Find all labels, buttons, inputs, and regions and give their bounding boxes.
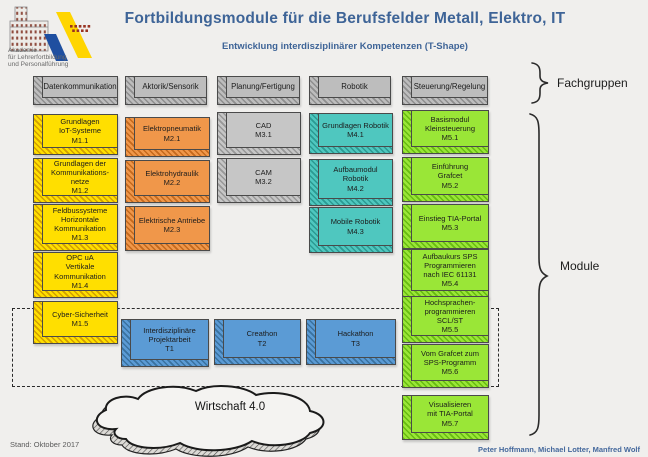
page-subtitle: Entwicklung interdisziplinärer Kompetenz…: [222, 41, 468, 52]
module-m5-3: Einstieg TIA-Portal M5.3: [402, 204, 489, 249]
column-header-datenkommunikation: Datenkommunikation: [33, 76, 118, 105]
column-header-label: Robotik: [318, 76, 391, 98]
module-label-right: Module: [560, 259, 600, 273]
module-m4-3: Mobile Robotik M4.3: [309, 207, 393, 253]
module-m5-6: Vom Grafcet zum SPS-Programm M5.6: [402, 344, 489, 388]
fachgruppen-brace-icon: [531, 62, 549, 104]
module-brace-icon: [529, 113, 549, 436]
module-label: Mobile Robotik M4.3: [318, 207, 393, 246]
page-title: Fortbildungsmodule für die Berufsfelder …: [124, 10, 566, 27]
module-m3-1: CAD M3.1: [217, 112, 301, 155]
module-m5-2: Einführung Grafcet M5.2: [402, 157, 489, 202]
t-module-t3: Hackathon T3: [306, 319, 396, 365]
academy-logo: [9, 6, 92, 61]
module-m3-2: CAM M3.2: [217, 158, 301, 203]
column-header-label: Steuerung/Regelung: [411, 76, 488, 98]
module-label: OPC uA Vertikale Kommunikation M1.4: [42, 252, 118, 291]
module-m2-3: Elektrische Antriebe M2.3: [125, 206, 210, 251]
module-m1-5: Cyber-Sicherheit M1.5: [33, 301, 118, 344]
module-m4-2: Aufbaumodul Robotik M4.2: [309, 159, 393, 206]
module-m5-1: Basismodul Kleinsteuerung M5.1: [402, 110, 489, 154]
module-m5-4: Aufbaukurs SPS Programmieren nach IEC 61…: [402, 249, 489, 298]
module-label: Hackathon T3: [315, 319, 396, 358]
module-label: Creathon T2: [223, 319, 301, 358]
academy-logo-text: Akademie für Lehrerfortbildung und Perso…: [8, 47, 69, 69]
column-header-robotik: Robotik: [309, 76, 391, 105]
module-label: Grundlagen Robotik M4.1: [318, 113, 393, 147]
column-header-steuerung-regelung: Steuerung/Regelung: [402, 76, 488, 105]
column-header-label: Planung/Fertigung: [226, 76, 300, 98]
module-label: CAD M3.1: [226, 112, 301, 148]
module-label: Visualisieren mit TIA-Portal M5.7: [411, 395, 489, 433]
module-label: Elektrohydraulik M2.2: [134, 160, 210, 196]
module-m1-1: Grundlagen IoT-Systeme M1.1: [33, 114, 118, 155]
module-label: CAM M3.2: [226, 158, 301, 196]
module-label: Interdisziplinäre Projektarbeit T1: [130, 319, 209, 360]
module-label: Cyber-Sicherheit M1.5: [42, 301, 118, 337]
module-label: Feldbussysteme Horizontale Kommunikation…: [42, 204, 118, 244]
module-m2-2: Elektrohydraulik M2.2: [125, 160, 210, 203]
column-header-aktorik-sensorik: Aktorik/Sensorik: [125, 76, 207, 105]
module-label: Grundlagen der Kommunikations- netze M1.…: [42, 158, 118, 196]
module-m1-2: Grundlagen der Kommunikations- netze M1.…: [33, 158, 118, 203]
module-label: Hochsprachen- programmieren SCL/ST M5.5: [411, 296, 489, 336]
column-header-label: Datenkommunikation: [42, 76, 118, 98]
module-m1-3: Feldbussysteme Horizontale Kommunikation…: [33, 204, 118, 251]
fachgruppen-label: Fachgruppen: [557, 76, 628, 90]
module-label: Grundlagen IoT-Systeme M1.1: [42, 114, 118, 148]
module-label: Einführung Grafcet M5.2: [411, 157, 489, 195]
module-m1-4: OPC uA Vertikale Kommunikation M1.4: [33, 252, 118, 298]
wirtschaft-label: Wirtschaft 4.0: [194, 401, 266, 413]
module-m4-1: Grundlagen Robotik M4.1: [309, 113, 393, 154]
module-m5-5: Hochsprachen- programmieren SCL/ST M5.5: [402, 296, 489, 343]
module-m5-7: Visualisieren mit TIA-Portal M5.7: [402, 395, 489, 440]
column-header-planung-fertigung: Planung/Fertigung: [217, 76, 300, 105]
t-module-t1: Interdisziplinäre Projektarbeit T1: [121, 319, 209, 367]
module-label: Einstieg TIA-Portal M5.3: [411, 204, 489, 242]
module-label: Vom Grafcet zum SPS-Programm M5.6: [411, 344, 489, 381]
module-label: Aufbaukurs SPS Programmieren nach IEC 61…: [411, 249, 489, 291]
t-shape-dashed-frame: [12, 308, 499, 387]
module-label: Elektrische Antriebe M2.3: [134, 206, 210, 244]
column-header-label: Aktorik/Sensorik: [134, 76, 207, 98]
stand-date: Stand: Oktober 2017: [10, 440, 80, 449]
module-m2-1: Elektropneumatik M2.1: [125, 117, 210, 157]
authors-credits: Peter Hoffmann, Michael Lotter, Manfred …: [478, 445, 640, 454]
wirtschaft-cloud-shape: [92, 385, 325, 457]
module-label: Aufbaumodul Robotik M4.2: [318, 159, 393, 199]
t-module-t2: Creathon T2: [214, 319, 301, 365]
module-label: Basismodul Kleinsteuerung M5.1: [411, 110, 489, 147]
module-label: Elektropneumatik M2.1: [134, 117, 210, 150]
